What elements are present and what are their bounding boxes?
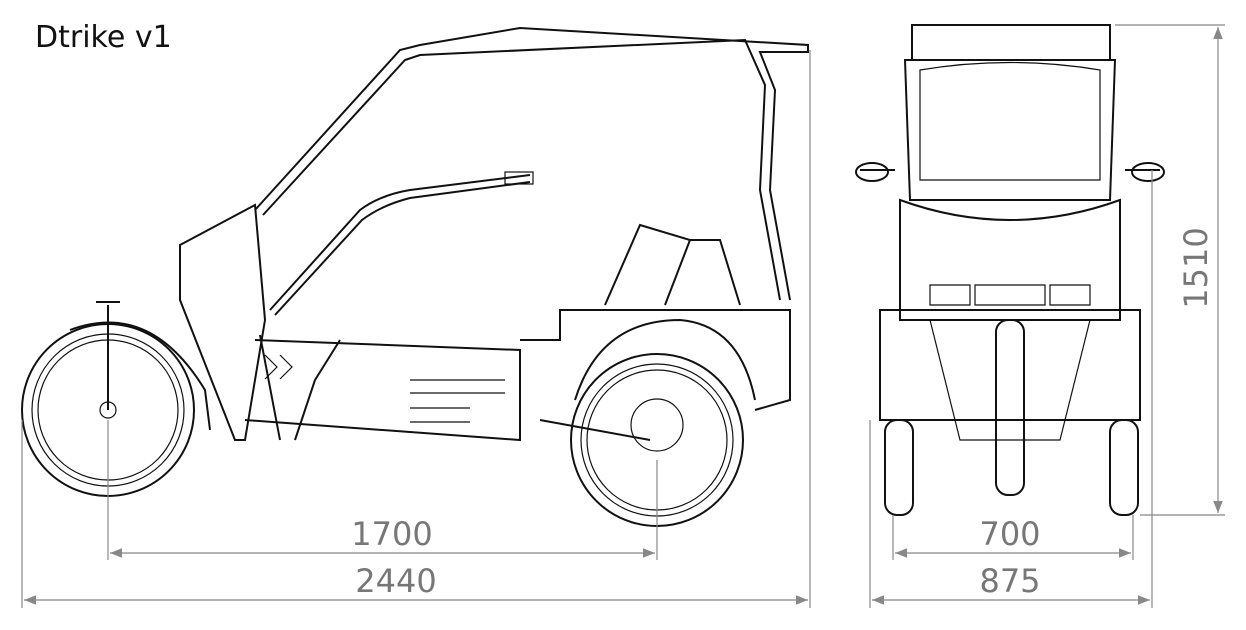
- drawing-title: Dtrike v1: [35, 20, 172, 55]
- front-right-wheel: [1109, 419, 1139, 516]
- side-view: [21, 26, 809, 527]
- front-left-wheel: [884, 419, 914, 516]
- dimension-total-height: 1510: [1177, 227, 1215, 308]
- dimension-wheelbase: 1700: [351, 515, 432, 553]
- front-wheel: [21, 301, 211, 497]
- dimension-total-length: 2440: [355, 562, 436, 600]
- dimension-total-width: 875: [979, 562, 1040, 600]
- front-center-wheel: [995, 319, 1025, 496]
- front-view: [855, 24, 1165, 516]
- rear-wheel: [570, 318, 756, 527]
- dimension-lines: [21, 24, 1225, 608]
- canopy-frame: [254, 26, 809, 316]
- body-frame: [179, 203, 791, 442]
- dimension-track-width: 700: [979, 515, 1040, 553]
